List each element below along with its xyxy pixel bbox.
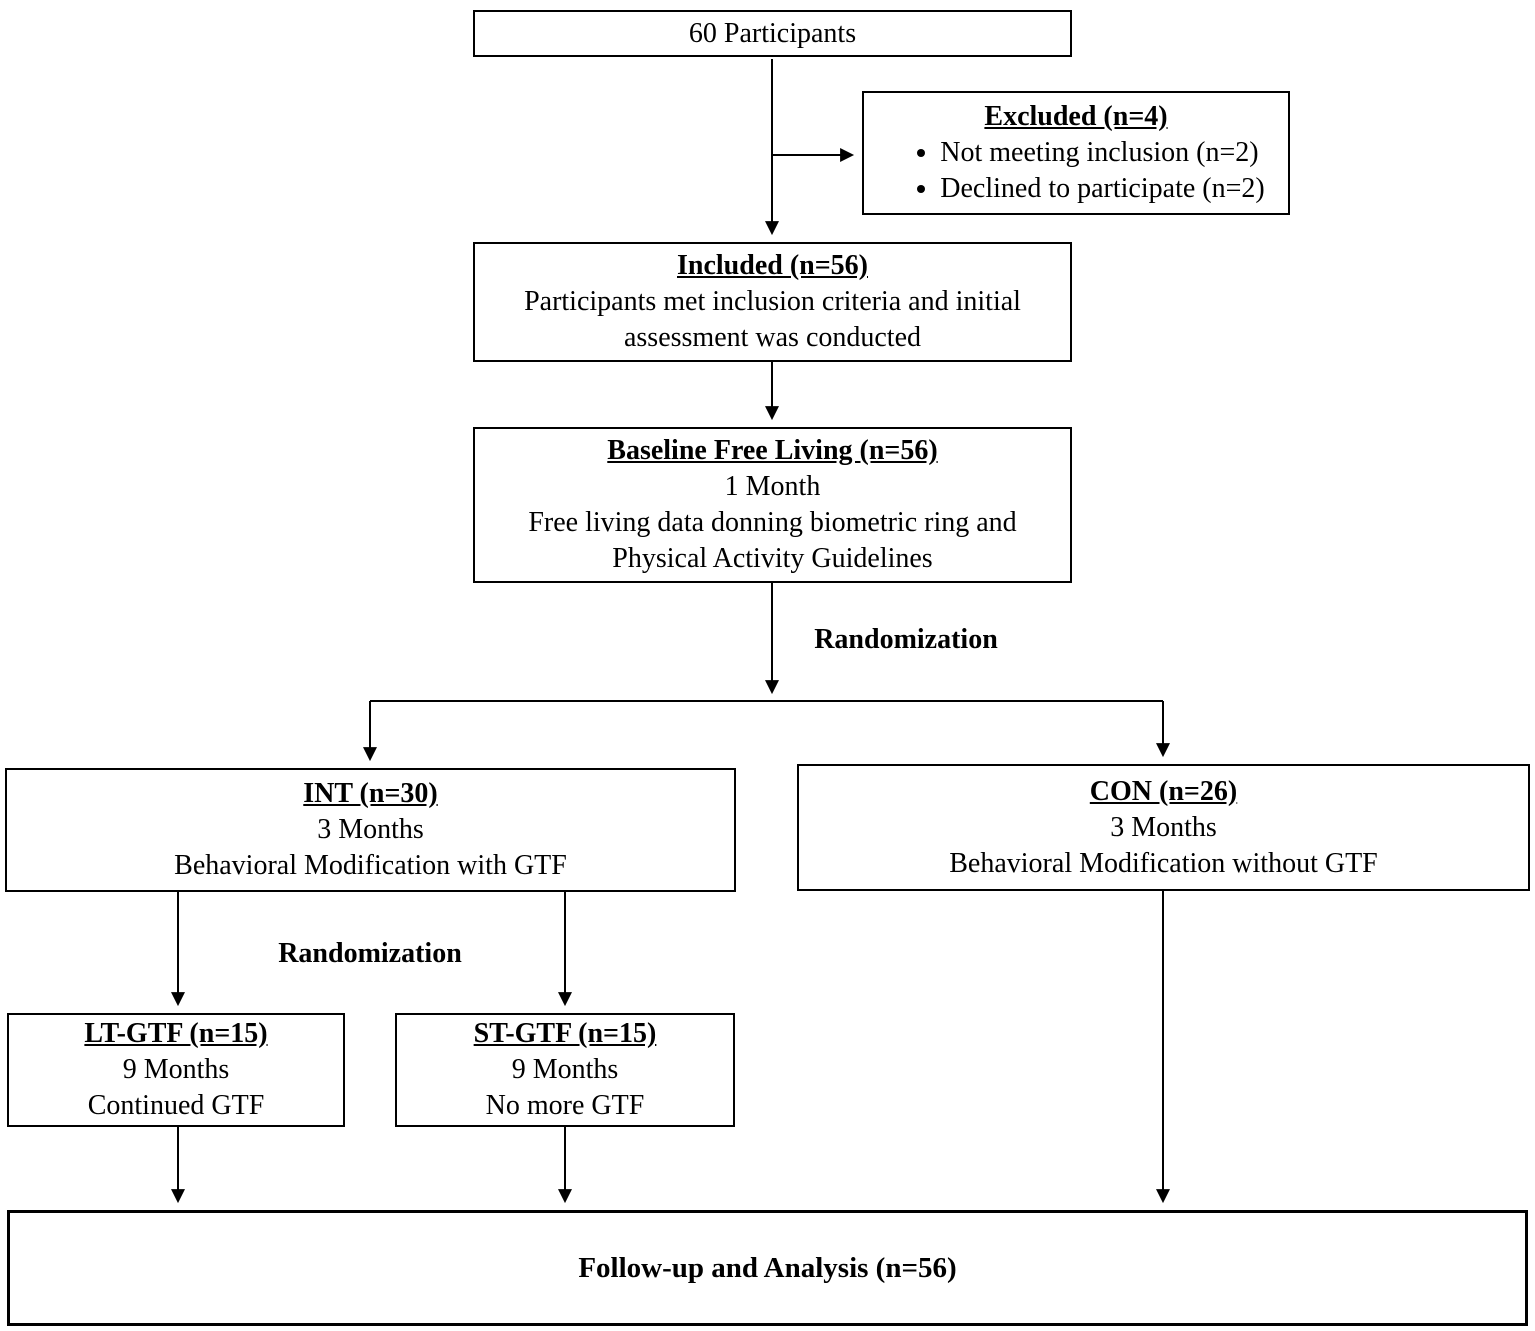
st-gtf-duration: 9 Months [511,1054,619,1085]
included-body: Participants met inclusion criteria and … [524,286,1021,353]
lt-gtf-title: LT-GTF (n=15) [84,1018,268,1049]
lt-gtf-box: LT-GTF (n=15) 9 Months Continued GTF [7,1013,345,1127]
con-group-body: Behavioral Modification without GTF [949,847,1378,879]
baseline-body: Free living data donning biometric ring … [528,507,1017,574]
int-group-box: INT (n=30) 3 Months Behavioral Modificat… [5,768,736,892]
followup-box: Follow-up and Analysis (n=56) [7,1210,1528,1326]
con-group-title: CON (n=26) [1089,775,1238,807]
int-group-duration: 3 Months [317,814,424,845]
followup-title: Follow-up and Analysis (n=56) [578,1252,957,1284]
lt-gtf-body: Continued GTF [87,1090,265,1121]
baseline-duration: 1 Month [724,471,821,502]
participants-text: 60 Participants [688,17,857,49]
included-title: Included (n=56) [677,250,868,281]
participants-box: 60 Participants [473,10,1072,57]
randomization-label-bottom: Randomization [278,938,462,969]
randomization-label-top: Randomization [814,624,998,655]
st-gtf-body: No more GTF [485,1090,645,1121]
excluded-bullet: Declined to participate (n=2) [940,171,1264,207]
con-group-duration: 3 Months [1110,811,1217,843]
excluded-bullet: Not meeting inclusion (n=2) [940,135,1264,171]
int-group-title: INT (n=30) [303,778,438,809]
included-box: Included (n=56) Participants met inclusi… [473,242,1072,362]
excluded-box: Excluded (n=4) Not meeting inclusion (n=… [862,91,1290,215]
int-group-body: Behavioral Modification with GTF [174,850,567,881]
baseline-title: Baseline Free Living (n=56) [607,435,938,466]
baseline-box: Baseline Free Living (n=56) 1 Month Free… [473,427,1072,583]
st-gtf-title: ST-GTF (n=15) [473,1018,657,1049]
con-group-box: CON (n=26) 3 Months Behavioral Modificat… [797,764,1530,891]
excluded-bullet-list: Not meeting inclusion (n=2) Declined to … [877,135,1274,207]
st-gtf-box: ST-GTF (n=15) 9 Months No more GTF [395,1013,735,1127]
excluded-title: Excluded (n=4) [984,101,1168,132]
lt-gtf-duration: 9 Months [122,1054,230,1085]
